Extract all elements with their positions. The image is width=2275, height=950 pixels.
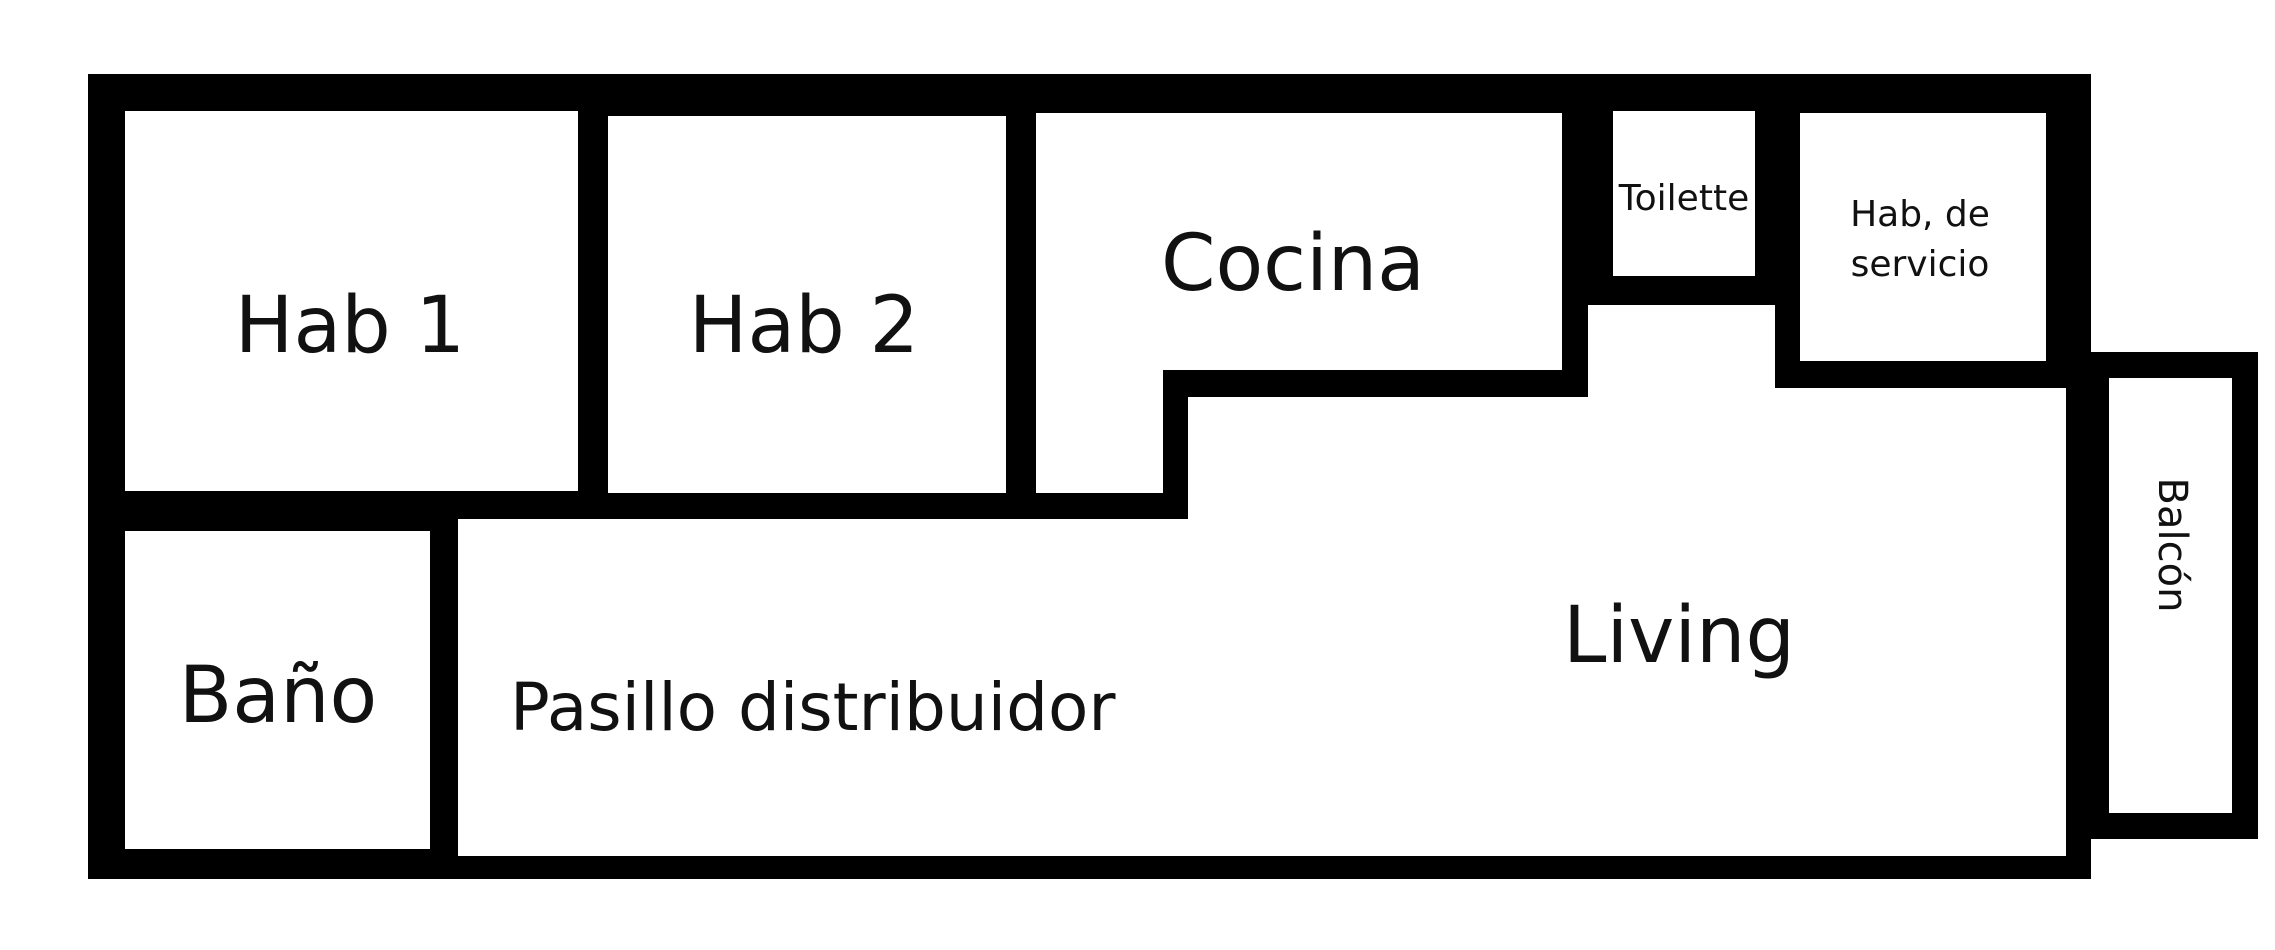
room-bano xyxy=(125,531,430,849)
label-hab-servicio-line1: Hab, de xyxy=(1850,194,1990,235)
room-toilette xyxy=(1613,111,1755,276)
room-balcon xyxy=(2109,378,2232,813)
room-hab-servicio xyxy=(1800,113,2046,361)
label-hab-1: Hab 1 xyxy=(235,281,465,371)
label-hab-2: Hab 2 xyxy=(689,281,919,371)
room-pasillo-living xyxy=(458,305,2066,856)
label-pasillo: Pasillo distribuidor xyxy=(510,669,1116,746)
label-bano: Baño xyxy=(179,651,377,741)
label-hab-servicio-line2: servicio xyxy=(1851,244,1990,285)
label-toilette: Toilette xyxy=(1618,178,1749,219)
label-cocina: Cocina xyxy=(1161,219,1425,309)
room-hab-2 xyxy=(608,116,1006,493)
label-living: Living xyxy=(1563,591,1795,681)
room-hab-1 xyxy=(125,111,578,491)
room-cocina xyxy=(1036,113,1562,493)
label-balcon: Balcón xyxy=(2149,478,2195,613)
